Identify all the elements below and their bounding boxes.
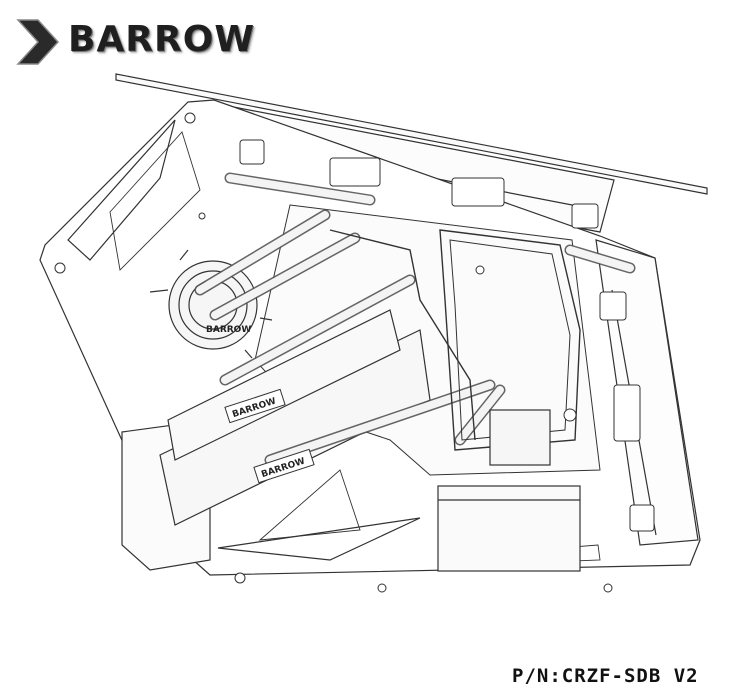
part-number: P/N:CRZF-SDB V2: [512, 665, 699, 687]
pump-label: BARROW: [206, 325, 251, 335]
pump-reservoir: [168, 260, 258, 350]
psu-box: [437, 485, 581, 572]
brand-name: BARROW: [68, 19, 256, 60]
pump-block: [489, 409, 551, 466]
top-panel-edge: [115, 73, 708, 195]
brand-logo: BARROW: [10, 8, 280, 70]
chevron-logo-icon: [16, 19, 60, 65]
